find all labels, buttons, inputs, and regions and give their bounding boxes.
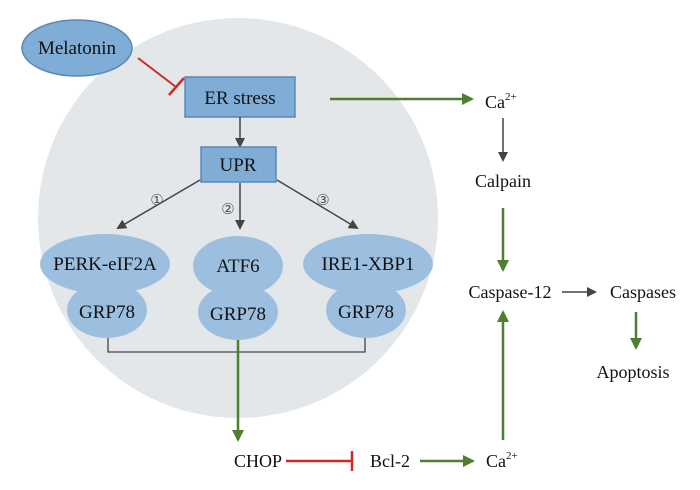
ca-bottom-base: Ca: [486, 451, 506, 471]
perk-oval: [40, 234, 170, 294]
atf6-label: ATF6: [216, 256, 259, 277]
melatonin-inhibit-bar: [168, 77, 185, 96]
grp78-oval-3: [326, 282, 406, 338]
ire1-oval: [303, 234, 433, 294]
grp78-label-2: GRP78: [210, 304, 266, 325]
grp78-oval-1: [67, 282, 147, 338]
melatonin-inhibit-line: [137, 57, 177, 88]
ca-bottom-label: Ca2+: [486, 450, 518, 471]
ca-top-label: Ca2+: [485, 91, 517, 112]
upr-label: UPR: [220, 155, 257, 176]
ca-bottom-superscript: 2+: [506, 450, 518, 462]
chop-label: CHOP: [234, 451, 282, 471]
calpain-label: Calpain: [475, 171, 531, 191]
bcl2-label: Bcl-2: [370, 451, 410, 471]
perk-label: PERK-eIF2A: [53, 254, 157, 275]
pathway-number-2: ②: [221, 202, 234, 218]
caspases-label: Caspases: [610, 282, 676, 302]
grp78-label-3: GRP78: [338, 302, 394, 323]
grp78-oval-2: [198, 284, 278, 340]
er-stress-box: [184, 76, 296, 118]
upr-box: [200, 146, 277, 183]
upr-to-perk-arrow: [116, 179, 201, 230]
atf6-oval: [193, 236, 283, 296]
caspase12-label: Caspase-12: [469, 282, 552, 302]
melatonin-node: [21, 19, 133, 77]
ire1-label: IRE1-XBP1: [322, 254, 415, 275]
pathway-number-3: ③: [316, 193, 329, 209]
grp78-bracket: [107, 338, 366, 353]
apoptosis-label: Apoptosis: [596, 362, 669, 382]
melatonin-label: Melatonin: [38, 38, 117, 59]
grp78-label-1: GRP78: [79, 302, 135, 323]
ca-top-base: Ca: [485, 92, 505, 112]
ca-top-superscript: 2+: [505, 91, 517, 103]
er-stress-label: ER stress: [204, 88, 275, 109]
upr-to-ire1-arrow: [276, 179, 359, 230]
pathway-number-1: ①: [150, 193, 163, 209]
